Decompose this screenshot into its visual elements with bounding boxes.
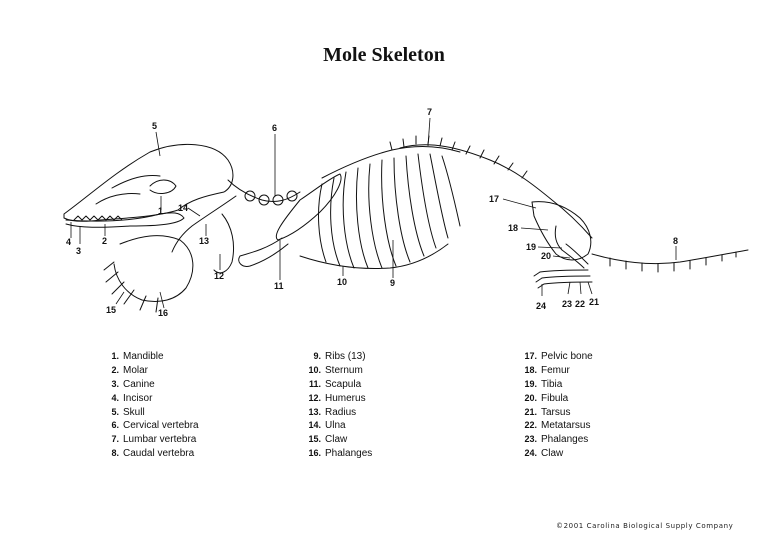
callout-2: 2 — [102, 236, 107, 246]
rib-1 — [319, 184, 326, 262]
hind-foot — [540, 270, 592, 284]
legend-item: 4.Incisor — [104, 392, 314, 406]
femur — [555, 226, 562, 250]
callout-14: 14 — [178, 203, 188, 213]
callout-5: 5 — [152, 121, 157, 131]
callout-12: 12 — [214, 271, 224, 281]
callout-22: 22 — [575, 299, 585, 309]
legend-item: 13.Radius — [306, 406, 516, 420]
skull-outline — [64, 144, 233, 221]
callout-4: 4 — [66, 237, 71, 247]
legend-item: 2.Molar — [104, 364, 314, 378]
callout-6: 6 — [272, 123, 277, 133]
hind-claws — [534, 272, 544, 288]
callout-21: 21 — [589, 297, 599, 307]
legend-item: 7.Lumbar vertebra — [104, 433, 314, 447]
callout-20: 20 — [541, 251, 551, 261]
callout-23: 23 — [562, 299, 572, 309]
copyright-notice: ©2001 Carolina Biological Supply Company — [556, 522, 733, 530]
rib-6 — [382, 160, 396, 266]
legend-item: 24.Claw — [522, 447, 732, 461]
rib-11 — [442, 156, 460, 226]
callout-9: 9 — [390, 278, 395, 288]
legend-item: 16.Phalanges — [306, 447, 516, 461]
legend-item: 14.Ulna — [306, 419, 516, 433]
callout-7: 7 — [427, 107, 432, 117]
humerus — [239, 238, 288, 266]
callout-13: 13 — [199, 236, 209, 246]
callout-3: 3 — [76, 246, 81, 256]
tail — [592, 250, 748, 264]
skeleton-illustration — [64, 136, 748, 312]
legend-item: 22.Metatarsus — [522, 419, 732, 433]
front-paw — [114, 236, 193, 302]
legend-column-1: 1.Mandible 2.Molar 3.Canine 4.Incisor 5.… — [104, 350, 314, 461]
skull-eye-socket — [150, 180, 176, 193]
legend-item: 19.Tibia — [522, 378, 732, 392]
callout-10: 10 — [337, 277, 347, 287]
cervical-vertebrae — [228, 180, 300, 202]
rib-9 — [418, 154, 436, 248]
legend-item: 21.Tarsus — [522, 406, 732, 420]
teeth-row — [74, 216, 122, 220]
legend-item: 15.Claw — [306, 433, 516, 447]
legend-item: 3.Canine — [104, 378, 314, 392]
legend-item: 12.Humerus — [306, 392, 516, 406]
rib-5 — [369, 164, 382, 268]
legend-column-3: 17.Pelvic bone 18.Femur 19.Tibia 20.Fibu… — [522, 350, 732, 461]
rib-4 — [356, 168, 368, 268]
legend-item: 8.Caudal vertebra — [104, 447, 314, 461]
legend-item: 11.Scapula — [306, 378, 516, 392]
legend-item: 17.Pelvic bone — [522, 350, 732, 364]
legend-item: 9.Ribs (13) — [306, 350, 516, 364]
legend-item: 18.Femur — [522, 364, 732, 378]
legend-item: 5.Skull — [104, 406, 314, 420]
callout-24: 24 — [536, 301, 546, 311]
callout-11: 11 — [274, 281, 284, 291]
thoracic-spine — [322, 146, 460, 178]
callout-19: 19 — [526, 242, 536, 252]
spine-processes — [390, 136, 527, 178]
callout-1: 1 — [158, 206, 163, 216]
tibia-fibula — [562, 244, 588, 268]
legend-item: 23.Phalanges — [522, 433, 732, 447]
mandible-outline — [66, 213, 184, 228]
legend-item: 20.Fibula — [522, 392, 732, 406]
legend-item: 6.Cervical vertebra — [104, 419, 314, 433]
legend-item: 1.Mandible — [104, 350, 314, 364]
rib-2 — [331, 178, 340, 266]
callout-17: 17 — [489, 194, 499, 204]
forelimb-bone — [214, 214, 234, 273]
legend-item: 10.Sternum — [306, 364, 516, 378]
callout-numbers: 1 2 3 4 5 6 7 8 9 10 11 12 13 14 15 16 1… — [66, 107, 678, 318]
callout-16: 16 — [158, 308, 168, 318]
callout-8: 8 — [673, 236, 678, 246]
callout-15: 15 — [106, 305, 116, 315]
rib-3 — [343, 172, 354, 268]
rib-8 — [406, 156, 424, 256]
callout-18: 18 — [508, 223, 518, 233]
legend-column-2: 9.Ribs (13) 10.Sternum 11.Scapula 12.Hum… — [306, 350, 516, 461]
